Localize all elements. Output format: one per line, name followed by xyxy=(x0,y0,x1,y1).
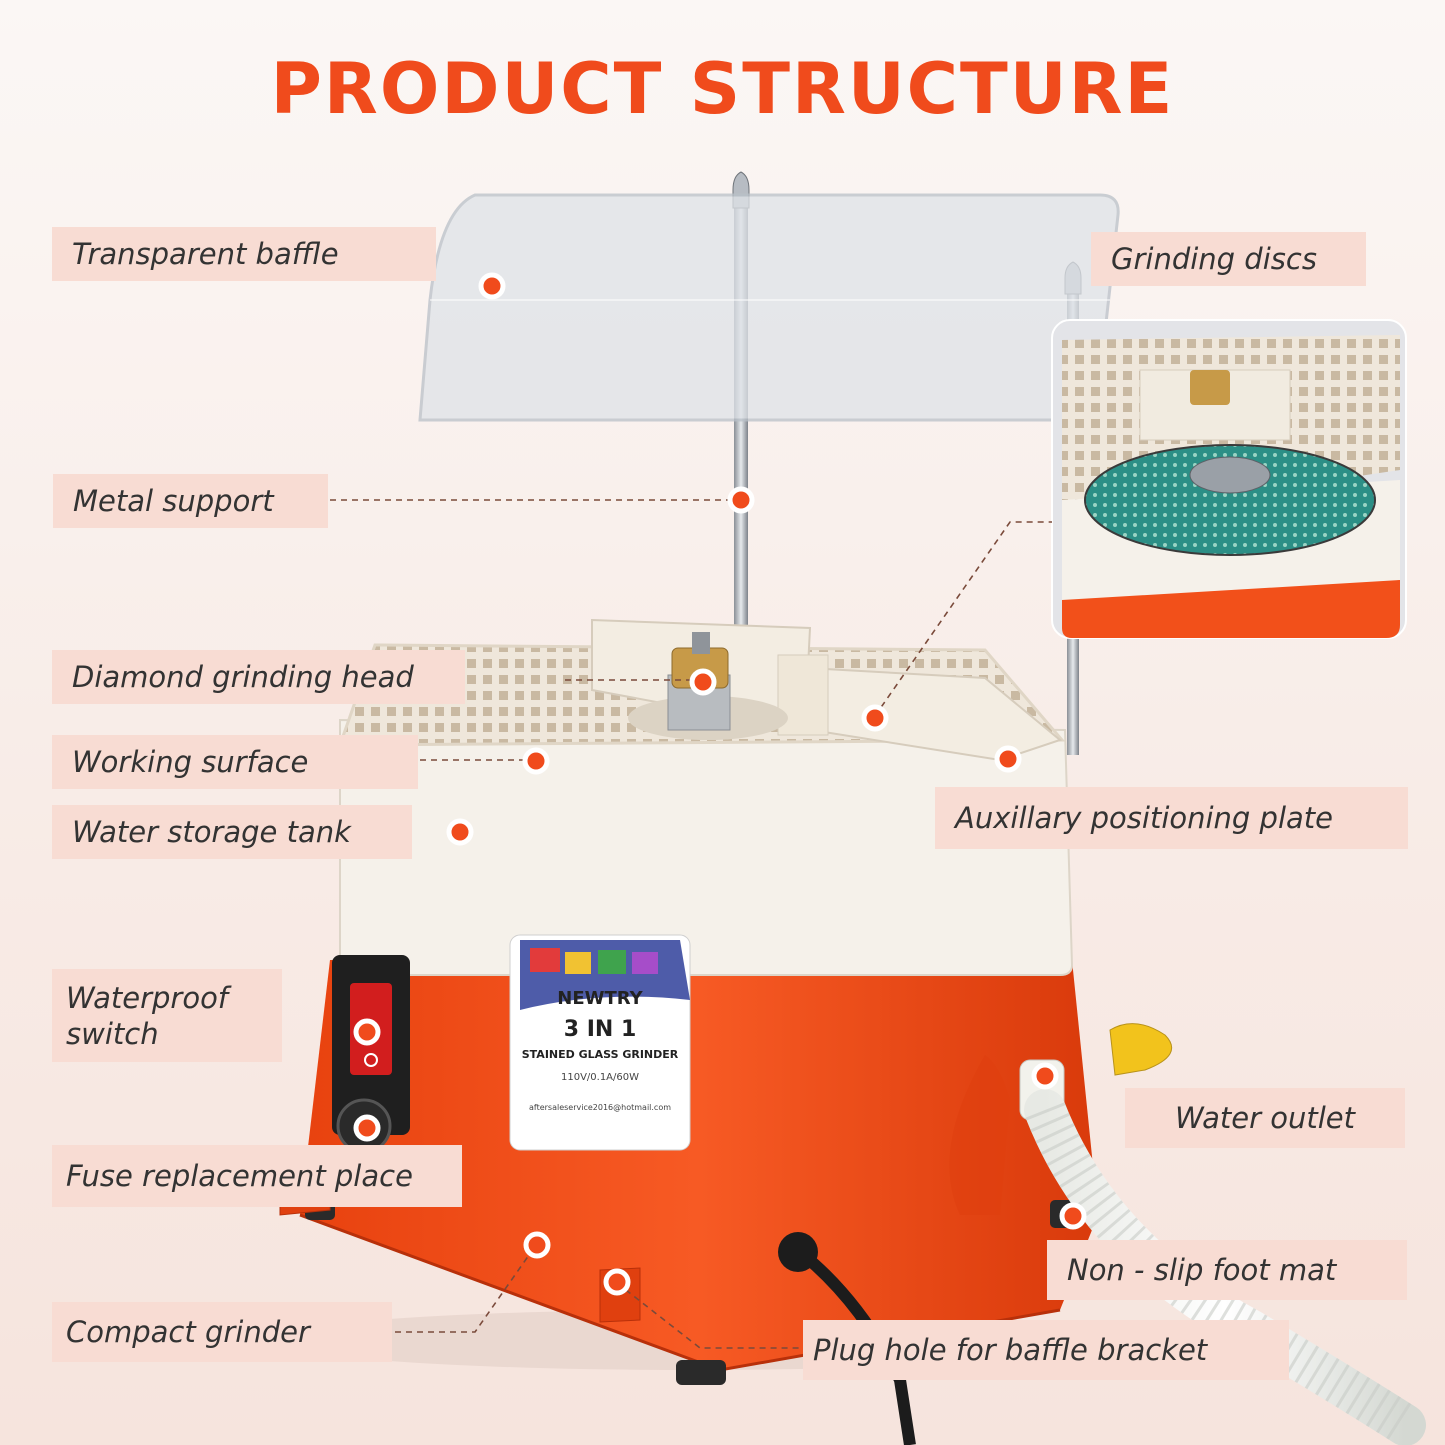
label-fuse-replacement-place: Fuse replacement place xyxy=(52,1145,462,1207)
dot-fuse xyxy=(353,1114,381,1142)
dot-plug-hole xyxy=(603,1268,631,1296)
dot-foot-mat xyxy=(1059,1202,1087,1230)
water-storage-tank xyxy=(339,718,1074,976)
label-compact-grinder: Compact grinder xyxy=(52,1302,392,1362)
sticker-product: STAINED GLASS GRINDER xyxy=(522,1048,679,1061)
dot-grinding-discs xyxy=(861,704,889,732)
label-grinding-discs: Grinding discs xyxy=(1091,232,1366,286)
label-auxiliary-positioning-plate: Auxillary positioning plate xyxy=(935,787,1408,849)
dot-water-outlet xyxy=(1031,1062,1059,1090)
label-water-outlet: Water outlet xyxy=(1125,1088,1405,1148)
sticker-email: aftersaleservice2016@hotmail.com xyxy=(529,1103,671,1112)
dot-waterproof-switch xyxy=(353,1018,381,1046)
sticker-brand: NEWTRY xyxy=(557,988,643,1009)
dot-aux-plate xyxy=(994,745,1022,773)
foot-front xyxy=(676,1360,726,1385)
leader-compact-grinder xyxy=(395,1244,537,1333)
leader-plug-hole xyxy=(616,1282,805,1349)
grinder-body xyxy=(300,960,1098,1370)
label-waterproof-switch-line1: Waterproof xyxy=(66,980,229,1015)
sticker-specs: 110V/0.1A/60W xyxy=(561,1072,639,1083)
dot-diamond-head xyxy=(689,668,717,696)
outlet-tap xyxy=(1109,1023,1173,1076)
label-working-surface: Working surface xyxy=(52,735,418,789)
dot-transparent-baffle xyxy=(478,272,506,300)
label-transparent-baffle: Transparent baffle xyxy=(52,227,436,281)
label-non-slip-foot-mat: Non - slip foot mat xyxy=(1047,1240,1407,1300)
dot-metal-support xyxy=(727,486,755,514)
label-metal-support: Metal support xyxy=(53,474,328,528)
sticker-model: 3 IN 1 xyxy=(564,1017,637,1042)
transparent-baffle-plate xyxy=(418,193,1120,422)
dot-water-tank xyxy=(446,818,474,846)
label-water-storage-tank: Water storage tank xyxy=(52,805,412,859)
dot-compact-grinder xyxy=(523,1231,551,1259)
label-waterproof-switch: Waterproof switch xyxy=(52,969,282,1062)
dot-working-surface xyxy=(522,747,550,775)
leader-grinding-discs xyxy=(874,521,1052,717)
label-diamond-grinding-head: Diamond grinding head xyxy=(52,650,465,704)
grinding-disc xyxy=(1084,444,1376,556)
page-title: PRODUCT STRUCTURE xyxy=(270,48,1175,130)
label-waterproof-switch-line2: switch xyxy=(66,1016,159,1051)
grinding-discs-inset xyxy=(1051,319,1407,639)
label-plug-hole: Plug hole for baffle bracket xyxy=(803,1320,1289,1380)
